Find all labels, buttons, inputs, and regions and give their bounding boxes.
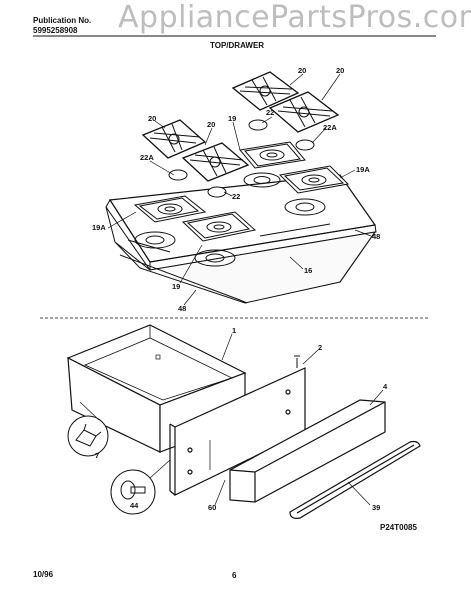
clip-callout	[67, 401, 109, 457]
grate-top-right	[231, 71, 300, 111]
publication-number: 5995258908	[33, 26, 78, 35]
callout-48-right: 48	[372, 232, 380, 241]
callout-16: 16	[304, 266, 312, 275]
footer-date: 10/96	[33, 570, 54, 579]
callout-drawer-1: 1	[232, 326, 236, 335]
callout-cap-22-top: 22	[266, 108, 274, 117]
callout-cap-22-mid: 22	[232, 192, 240, 201]
callout-22a-left: 22A	[140, 153, 154, 162]
grate-mid	[181, 142, 250, 182]
callout-bowl-19-top: 19	[228, 114, 236, 123]
callout-grate-b: 20	[336, 66, 344, 75]
callout-grate-a: 20	[298, 66, 306, 75]
callout-grate-c: 20	[148, 114, 156, 123]
burner-cap-left	[168, 169, 188, 181]
drawer-handle-trim	[289, 440, 421, 519]
grate-right	[268, 91, 340, 133]
diagram-code: P24T0085	[380, 523, 417, 532]
callout-drawer-39: 39	[372, 503, 380, 512]
callout-19-bottom: 19	[172, 282, 180, 291]
callout-22a-right: 22A	[323, 123, 337, 132]
drawer-outer-panel	[229, 399, 386, 503]
callout-19a-right: 19A	[356, 165, 370, 174]
drip-bowl-right-rear	[278, 165, 350, 194]
section-title: TOP/DRAWER	[210, 41, 265, 50]
drip-bowl-left-front	[133, 195, 207, 223]
burner-cap-right	[295, 139, 315, 151]
callout-48-bottom: 48	[178, 304, 186, 313]
callout-19a-left: 19A	[92, 223, 106, 232]
drip-bowl-right-front	[239, 141, 306, 169]
drip-bowl-left-rear	[181, 211, 257, 242]
callout-grate-d: 20	[207, 120, 215, 129]
publication-label: Publication No.	[33, 16, 92, 25]
grate-left	[141, 119, 207, 159]
roller-callout	[110, 459, 171, 515]
callout-drawer-2: 2	[318, 343, 322, 352]
page-number: 6	[232, 571, 237, 580]
body-burner-wells	[134, 172, 326, 267]
callout-drawer-44: 44	[130, 501, 139, 510]
burner-cap-mid	[207, 186, 227, 198]
watermark: AppliancePartsPros.com	[118, 0, 471, 35]
callout-labels: 20 20 20 20 22 19 22A 22A 22 19A 19A 48 …	[92, 66, 388, 512]
callout-drawer-7: 7	[95, 451, 99, 460]
callout-drawer-4: 4	[383, 382, 388, 391]
callout-drawer-60: 60	[208, 503, 216, 512]
